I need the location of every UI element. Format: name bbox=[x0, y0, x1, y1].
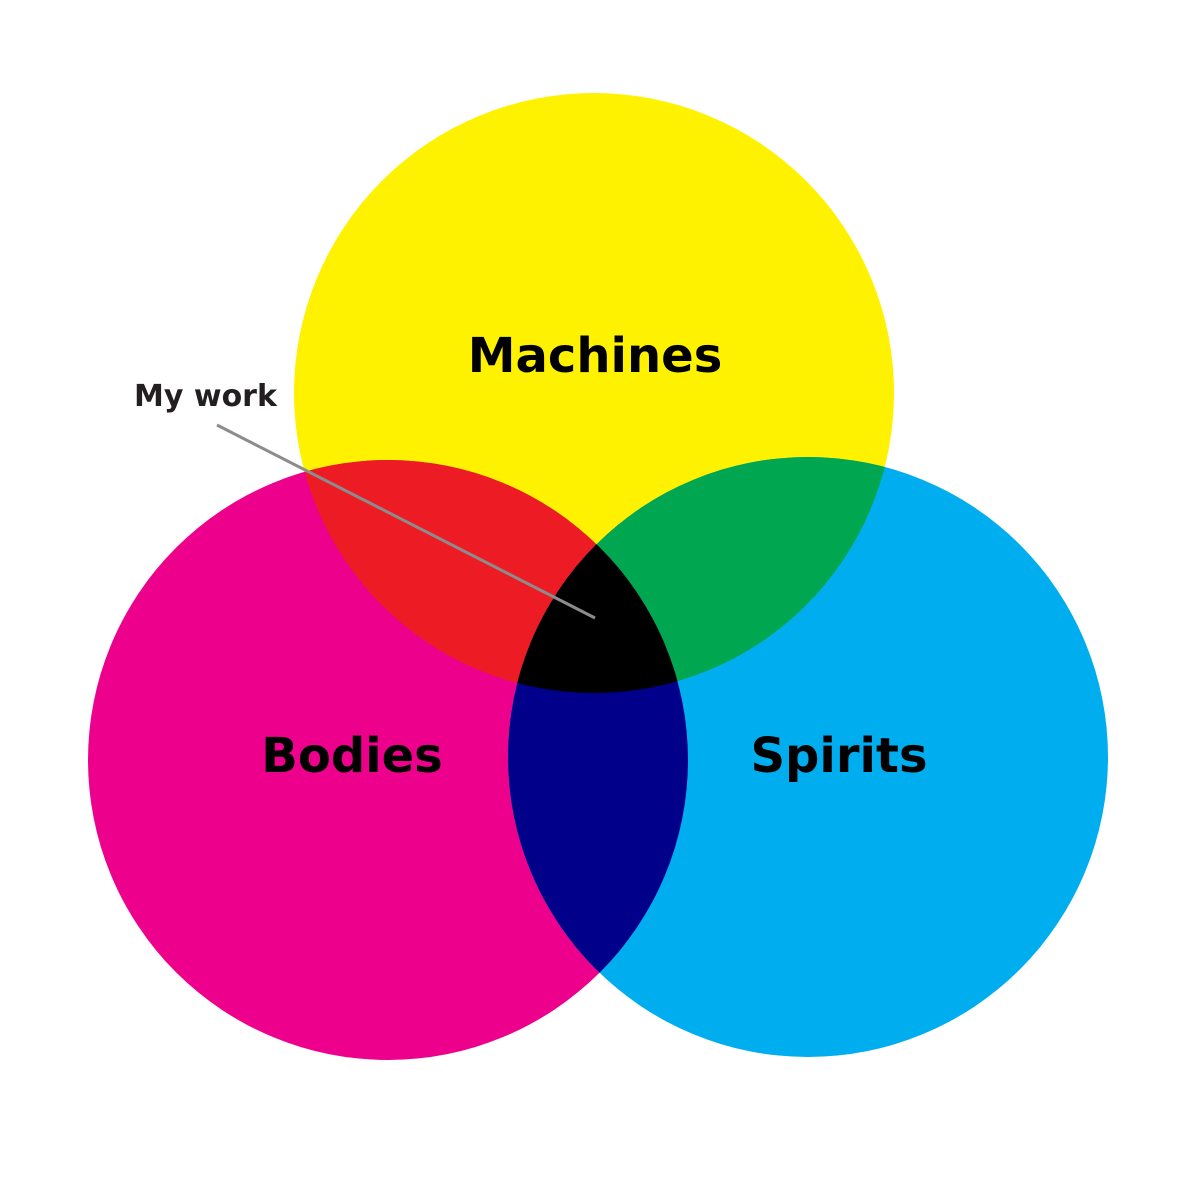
machines-spirits-overlap bbox=[508, 457, 894, 693]
machines-label: Machines bbox=[468, 328, 723, 384]
my-work-label: My work bbox=[134, 379, 278, 414]
bodies-label: Bodies bbox=[261, 728, 443, 784]
spirits-label: Spirits bbox=[750, 728, 927, 784]
my-work-pointer-line bbox=[216, 423, 596, 620]
machines-bodies-overlap bbox=[294, 460, 688, 693]
